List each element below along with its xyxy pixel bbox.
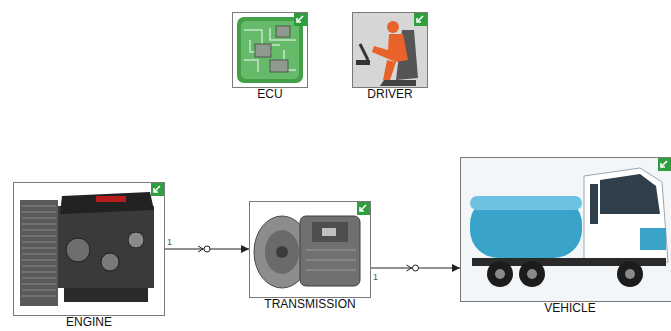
component-name: TRANSMISSION	[264, 298, 355, 311]
component-name: VEHICLE	[544, 302, 595, 315]
driver-picture	[353, 13, 427, 87]
junction-circle	[204, 246, 210, 252]
component-box: ECU	[232, 12, 308, 88]
component-box: DRIVER	[352, 12, 428, 88]
component-box: TRANSMISSION	[249, 201, 371, 298]
component-name: ECU	[257, 88, 282, 101]
flow-chevron	[198, 246, 203, 252]
engine-picture	[14, 183, 164, 315]
component-name: DRIVER	[367, 88, 412, 101]
port-number: 1	[373, 272, 378, 282]
component-name: ENGINE	[66, 316, 112, 329]
component-box: VEHICLE	[460, 157, 671, 302]
port-number: 1	[167, 237, 172, 247]
vehicle-picture	[461, 158, 671, 301]
transmission-picture	[250, 202, 370, 297]
link-badges	[151, 13, 671, 215]
flow-chevron	[407, 265, 412, 271]
junction-circle	[413, 265, 419, 271]
component-box: ENGINE	[13, 182, 165, 316]
ecu-picture	[233, 13, 307, 87]
